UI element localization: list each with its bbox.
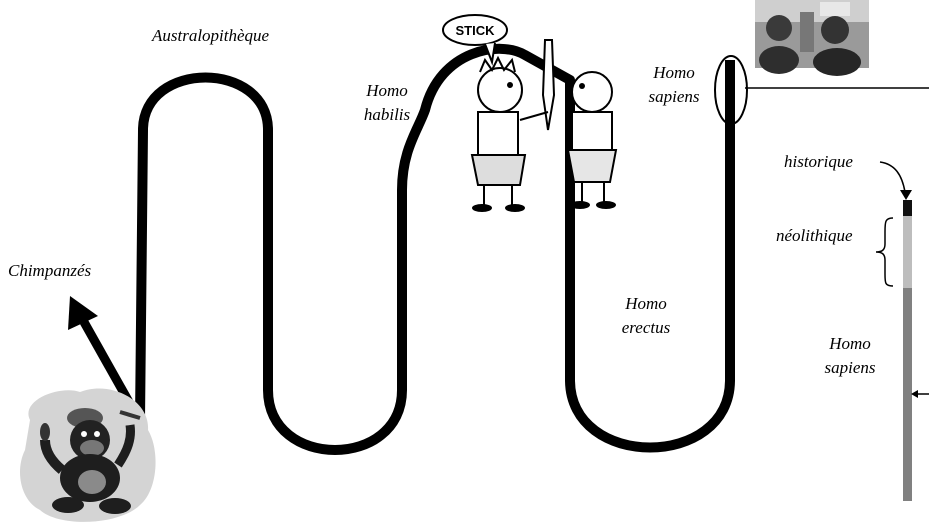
scale-historic-segment [903,200,912,216]
scale-neolithic-segment [903,216,912,288]
stick-speech-text: STICK [456,23,496,38]
label-homo-habilis-line1: Homo [352,79,422,103]
neolithique-brace [876,218,893,286]
label-homo-habilis: Homo habilis [352,79,422,127]
label-homo-erectus: Homo erectus [608,292,684,340]
scale-pointer-head [911,390,918,398]
label-homo-sapiens-scale-line1: Homo [812,332,888,356]
scale-sapiens-segment [903,288,912,501]
label-homo-sapiens-top: Homo sapiens [636,61,712,109]
historique-arrow-head [900,190,912,200]
label-homo-sapiens-scale: Homo sapiens [812,332,888,380]
time-scale-bar [903,200,912,501]
people-photo [755,0,869,76]
historique-arrow [880,162,905,192]
label-homo-habilis-line2: habilis [352,103,422,127]
label-homo-sapiens-scale-line2: sapiens [812,356,888,380]
label-chimpanzes: Chimpanzés [8,259,91,283]
cavemen-cartoon: STICK [443,15,616,212]
label-historique: historique [784,150,853,174]
label-homo-erectus-line1: Homo [608,292,684,316]
label-australopitheque: Australopithèque [152,24,269,48]
label-homo-sapiens-top-line1: Homo [636,61,712,85]
gorilla-cartoon [20,388,156,521]
label-homo-erectus-line2: erectus [608,316,684,340]
label-homo-sapiens-top-line2: sapiens [636,85,712,109]
label-neolithique: néolithique [776,224,852,248]
